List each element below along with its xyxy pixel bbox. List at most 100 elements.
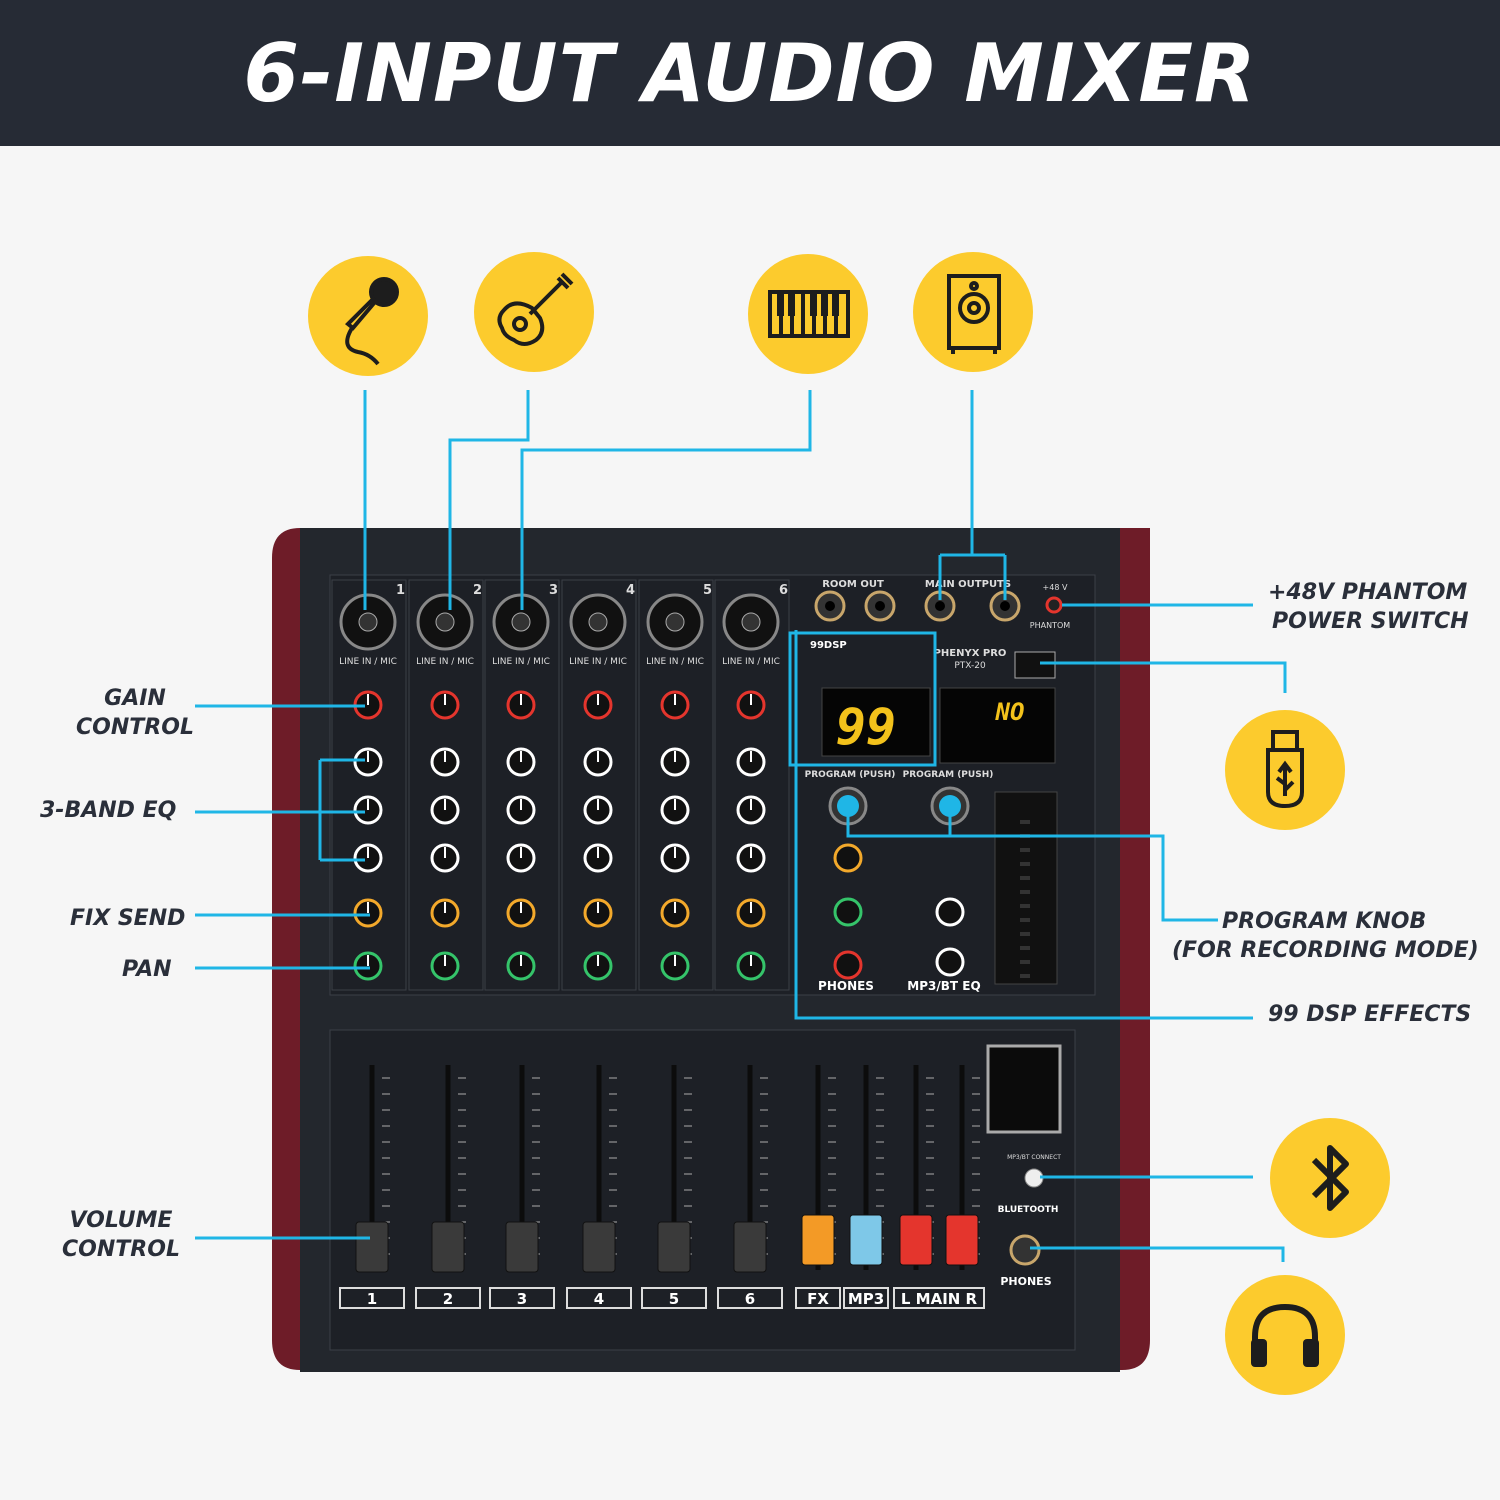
output-jack-hole [825, 601, 835, 611]
program-push-label: PROGRAM (PUSH) [805, 770, 896, 780]
meter-led [1020, 862, 1030, 866]
dsp-display [821, 687, 931, 757]
main-outputs-label: MAIN OUTPUTS [925, 579, 1011, 590]
dsp-display-value: 99 [836, 698, 896, 756]
fader-label: 6 [745, 1290, 755, 1308]
page-title: 6-INPUT AUDIO MIXER [243, 27, 1257, 120]
meter-led [1020, 946, 1030, 950]
fader-cap [899, 1214, 933, 1266]
model-label: PTX-20 [954, 661, 986, 671]
input-label: LINE IN / MIC [569, 657, 627, 667]
fader-label: L MAIN R [901, 1290, 978, 1308]
guitar-icon [474, 252, 594, 372]
xlr-input-center [435, 612, 455, 632]
title-banner [0, 0, 1500, 146]
room-out-label: ROOM OUT [822, 579, 884, 590]
mp3-display-value: NO [995, 698, 1025, 726]
master-knob [833, 843, 863, 873]
xlr-input-center [511, 612, 531, 632]
output-jack-hole [1000, 601, 1010, 611]
channel-number: 5 [703, 583, 712, 598]
master-knob [935, 947, 965, 977]
phones-jack [1009, 1234, 1041, 1266]
bluetooth-icon [1270, 1118, 1390, 1238]
guitar-line [448, 390, 530, 610]
program-line [846, 806, 1218, 922]
fader-label: 5 [669, 1290, 679, 1308]
usb-port [1014, 651, 1056, 679]
channel-strip-5 [638, 579, 714, 991]
headphone-line [1030, 1246, 1285, 1262]
keyboard-icon [748, 254, 868, 374]
pan-callout: PAN [122, 957, 172, 982]
fader-label-box [893, 1287, 985, 1309]
fader-panel [329, 1029, 1076, 1351]
brand-label: PHENYX PRO [934, 648, 1007, 659]
input-label: LINE IN / MIC [339, 657, 397, 667]
fader-label: 1 [367, 1290, 377, 1308]
meter-led [1020, 876, 1030, 880]
output-jack-hole [935, 601, 945, 611]
callout-lines [195, 390, 1287, 1262]
phones-jack-label: PHONES [1000, 1275, 1051, 1288]
bluetooth-label: BLUETOOTH [998, 1205, 1059, 1215]
dsp-effects-callout: 99 DSP EFFECTS [1268, 1002, 1472, 1027]
meter-led [1020, 932, 1030, 936]
mp3-bt-eq-label: MP3/BT EQ [907, 979, 980, 993]
dsp-label: 99DSP [810, 640, 847, 651]
channel-strip-6 [714, 579, 790, 991]
xlr-input-center [358, 612, 378, 632]
xlr-input-center [665, 612, 685, 632]
channel-number: 2 [473, 583, 482, 598]
fader-cap [431, 1221, 465, 1273]
meter-led [1020, 974, 1030, 978]
channel-number: 4 [626, 583, 635, 598]
speaker-line [938, 390, 1007, 600]
channel-number: 1 [396, 583, 405, 598]
fader-label: MP3 [848, 1290, 884, 1308]
dsp-line [794, 630, 1253, 1020]
fader-label: 3 [517, 1290, 527, 1308]
bluetooth-display [986, 1044, 1062, 1134]
output-jack-hole [875, 601, 885, 611]
channel-strip-4 [561, 579, 637, 991]
fader-label-box [339, 1287, 405, 1309]
input-label: LINE IN / MIC [492, 657, 550, 667]
fader-cap [582, 1221, 616, 1273]
fader-label-box [489, 1287, 555, 1309]
master-knob [833, 897, 863, 927]
fader-label-box [717, 1287, 783, 1309]
channel-number: 3 [549, 583, 558, 598]
master-knob [833, 950, 863, 980]
fader-label-box [641, 1287, 707, 1309]
keyboard-line [520, 390, 812, 610]
program-push-label-2: PROGRAM (PUSH) [903, 770, 994, 780]
xlr-input-center [588, 612, 608, 632]
fader-cap [733, 1221, 767, 1273]
meter-led [1020, 848, 1030, 852]
fader-cap [849, 1214, 883, 1266]
eq-callout: 3-BAND EQ [40, 798, 177, 823]
master-knob [935, 897, 965, 927]
meter-led [1020, 960, 1030, 964]
phantom-label: PHANTOM [1030, 621, 1070, 630]
mp3-display [939, 687, 1056, 764]
fader-label: 4 [594, 1290, 604, 1308]
fader-label: 2 [443, 1290, 453, 1308]
meter-led [1020, 820, 1030, 824]
input-label: LINE IN / MIC [416, 657, 474, 667]
meter-led [1020, 904, 1030, 908]
fader-cap [945, 1214, 979, 1266]
input-label: LINE IN / MIC [722, 657, 780, 667]
fader-label-box [415, 1287, 481, 1309]
xlr-input-center [741, 612, 761, 632]
fader-label-box [566, 1287, 632, 1309]
fader-cap [505, 1221, 539, 1273]
eq-line [195, 758, 365, 862]
speaker-icon [913, 252, 1033, 372]
headphones-icon [1225, 1275, 1345, 1395]
program-knob-callout: PROGRAM KNOB(FOR RECORDING MODE) [1172, 909, 1479, 963]
phantom-switch [1045, 596, 1063, 614]
fader-label-box [795, 1287, 841, 1309]
